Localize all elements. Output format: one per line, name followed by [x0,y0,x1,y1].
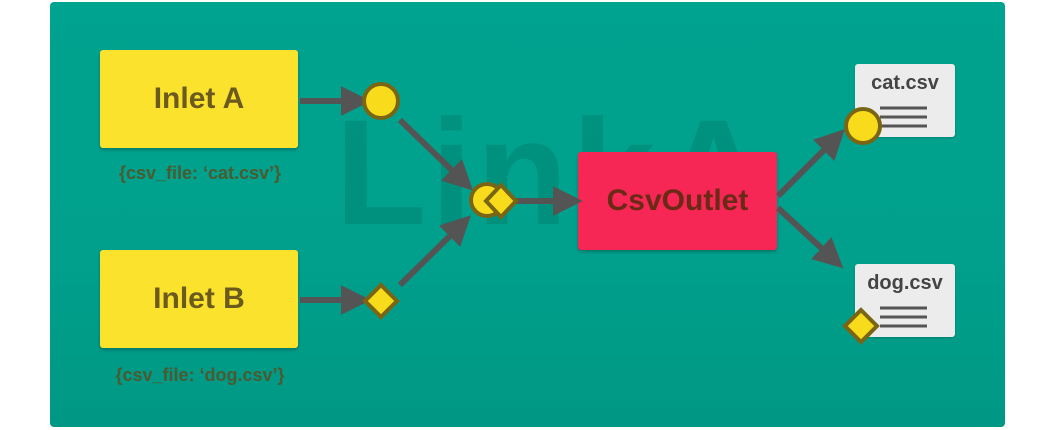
cat-csv-circle-token-icon [844,107,882,145]
diagram-canvas: LinkA Inlet A {csv_file: ‘cat.csv’} Inle… [50,2,1005,427]
inlet-a-caption: {csv_file: ‘cat.csv’} [118,163,282,183]
dog-csv-diamond-token-icon [842,307,880,345]
arrow-outlet-to-dog-csv [775,205,844,269]
flow-overlay [300,82,927,345]
merged-diamond-token-icon [483,182,519,220]
cat-csv-lines-icon [880,106,927,128]
arrow-outlet-to-cat-csv [775,129,845,199]
inlet-b-caption: {csv_file: ‘dog.csv’} [115,365,285,385]
cat-csv-file-name: cat.csv [871,72,939,94]
arrow-diamond-to-merge [397,215,471,288]
arrow-circle-to-merge [397,117,474,191]
dog-csv-lines-icon [880,306,927,328]
inlet-b-diamond-token-icon [362,282,400,320]
csv-outlet-label: CsvOutlet [606,184,749,217]
inlet-a-box: Inlet A [100,50,298,148]
inlet-b-box: Inlet B [100,250,298,348]
csv-outlet-box: CsvOutlet [578,152,777,250]
inlet-a-label: Inlet A [153,82,245,115]
dog-csv-file-name: dog.csv [867,272,943,294]
inlet-b-label: Inlet B [153,282,245,315]
inlet-a-circle-token-icon [362,82,400,120]
